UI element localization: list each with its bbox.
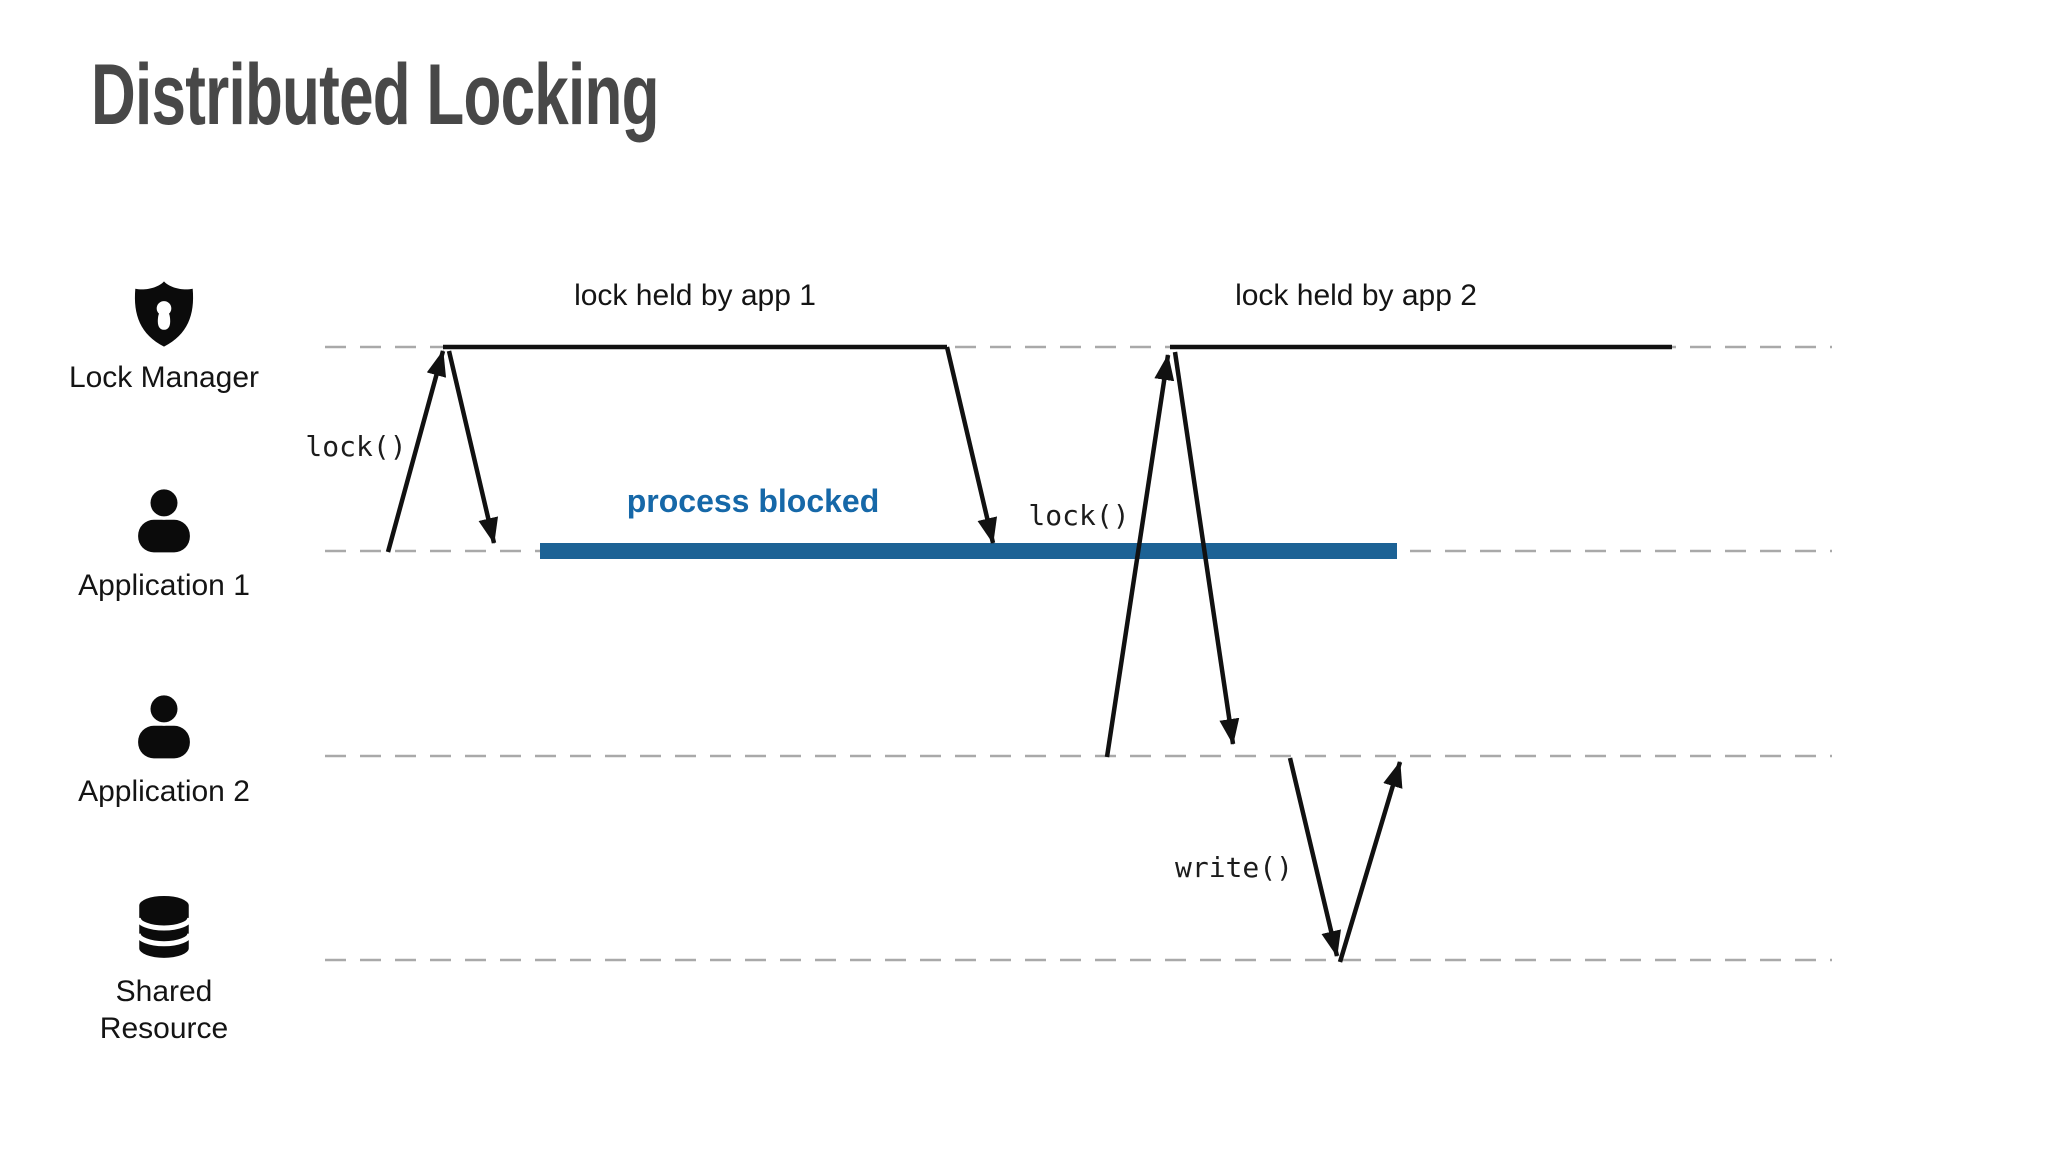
label-lock-held-by-app2: lock held by app 2 bbox=[1235, 279, 1477, 312]
label-lock-held-by-app1: lock held by app 1 bbox=[574, 279, 816, 312]
person-icon bbox=[138, 486, 190, 553]
actor-label-lock-manager: Lock Manager bbox=[68, 361, 260, 394]
arrow-app2-write-request bbox=[1287, 757, 1341, 957]
page-title: Distributed Locking bbox=[91, 47, 659, 143]
actor-label-application-2: Application 2 bbox=[78, 775, 250, 808]
actor-label-application-1: Application 1 bbox=[78, 569, 250, 602]
process-blocked-bar bbox=[540, 543, 1397, 559]
label-lock-call-app1: lock() bbox=[305, 430, 407, 463]
actor-shared-resource: Shared Resource bbox=[34, 892, 294, 1047]
shield-keyhole-icon bbox=[134, 281, 194, 347]
label-lock-call-app2: lock() bbox=[1028, 499, 1130, 532]
arrow-app1-lock-request bbox=[385, 350, 447, 553]
database-icon bbox=[135, 895, 193, 958]
label-process-blocked: process blocked bbox=[626, 483, 880, 519]
arrow-app2-write-response bbox=[1337, 761, 1403, 963]
actor-application-1: Application 1 bbox=[34, 486, 294, 605]
arrow-app2-lock-request bbox=[1104, 354, 1175, 758]
actor-lock-manager: Lock Manager bbox=[34, 278, 294, 397]
person-icon bbox=[138, 692, 190, 759]
arrow-lock-release-to-app1 bbox=[944, 346, 998, 544]
actor-application-2: Application 2 bbox=[34, 692, 294, 811]
arrow-app2-lock-ack bbox=[1172, 351, 1240, 745]
arrow-app1-lock-ack bbox=[446, 350, 499, 544]
label-write-call: write() bbox=[1174, 851, 1293, 884]
actor-label-shared-resource: Shared Resource bbox=[99, 975, 229, 1045]
